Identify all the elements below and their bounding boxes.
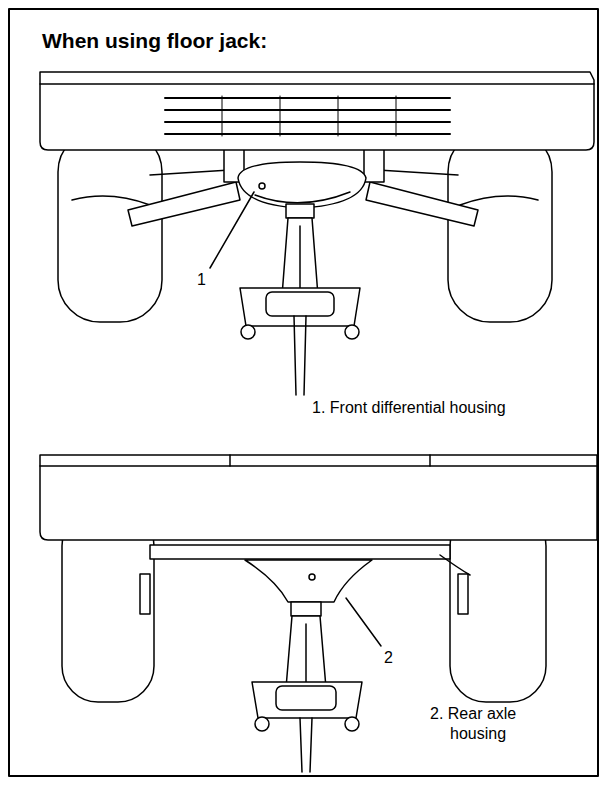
- rear-body: [40, 455, 597, 540]
- jack-saddle: [291, 602, 321, 616]
- callout-number: 2: [383, 648, 394, 668]
- bolt: [259, 183, 265, 189]
- shock: [458, 574, 468, 614]
- jack-saddle: [286, 204, 314, 218]
- bumper-lip: [40, 83, 594, 85]
- shock: [140, 574, 150, 614]
- front-left-tire: [58, 130, 162, 322]
- front-differential: [238, 162, 366, 208]
- callout-number: 1: [196, 270, 207, 290]
- body-line: [429, 455, 431, 466]
- jack-handle: [300, 718, 312, 772]
- jack-handle: [294, 316, 306, 395]
- frame: [9, 9, 598, 776]
- part-name: 1. Front differential housing: [312, 398, 592, 418]
- bolt: [309, 574, 315, 580]
- front-bumper: [40, 72, 594, 150]
- grille: [165, 96, 450, 136]
- jack-wheel: [345, 717, 359, 731]
- housing-detail: [255, 192, 350, 203]
- jack-wheel: [345, 325, 359, 339]
- axle-tube: [150, 545, 450, 559]
- front-view: [40, 72, 594, 395]
- tie-rod: [378, 170, 458, 175]
- title: When using floor jack:: [42, 28, 267, 54]
- bracket: [364, 148, 384, 182]
- body-line: [229, 455, 231, 466]
- brake-line: [440, 555, 470, 575]
- jack-detail: [305, 624, 307, 690]
- rear-view: [40, 455, 597, 772]
- leader-line: [210, 192, 254, 268]
- tie-rod: [150, 170, 230, 175]
- jack-pump: [276, 686, 336, 710]
- leader-line: [346, 598, 381, 646]
- tire-detail: [460, 196, 538, 205]
- rear-axle-housing: [245, 560, 372, 602]
- jack-wheel: [241, 325, 255, 339]
- jack-pump: [266, 292, 334, 316]
- left-arm: [128, 182, 240, 226]
- tire-detail: [72, 196, 150, 205]
- front-right-tire: [448, 130, 552, 322]
- jack-base: [252, 682, 362, 718]
- body-line: [40, 465, 597, 467]
- jack-wheel: [255, 717, 269, 731]
- right-arm: [366, 182, 478, 226]
- jack-base: [240, 288, 360, 326]
- part-name: 2. Rear axle housing: [430, 704, 554, 744]
